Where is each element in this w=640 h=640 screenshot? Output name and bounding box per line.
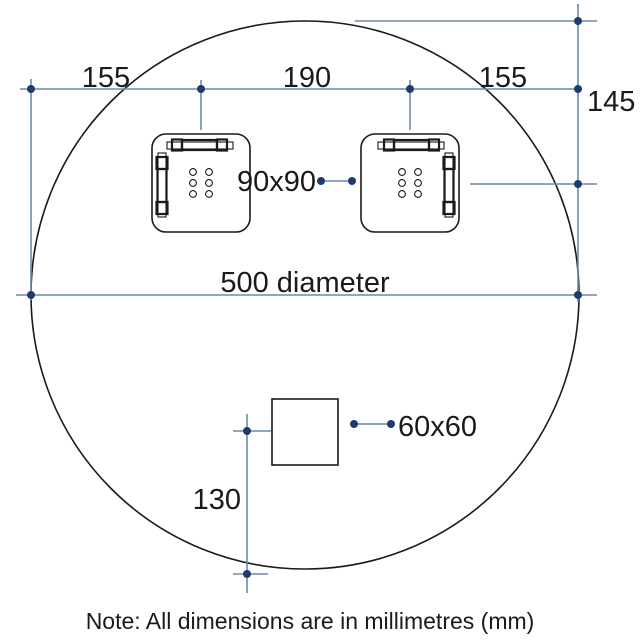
- label-right-offset: 155: [479, 62, 527, 94]
- left-socket-top-slot: [166, 141, 234, 150]
- label-socket-size: 90x90: [237, 166, 316, 198]
- left-socket: [151, 133, 251, 233]
- dimension-dots: [27, 17, 582, 578]
- dot: [317, 177, 325, 185]
- left-socket-holes: [189, 168, 213, 198]
- label-center-spacing: 190: [283, 62, 331, 94]
- hole: [189, 168, 197, 176]
- label-bottom-offset: 130: [193, 484, 241, 516]
- dot: [348, 177, 356, 185]
- right-socket-top-slot: [377, 141, 445, 150]
- hole: [398, 190, 406, 198]
- right-socket-body: [360, 133, 460, 233]
- label-diameter: 500 diameter: [220, 267, 390, 299]
- dimension-labels: 155 190 155 145 500 diameter 90x90 60x60…: [82, 62, 636, 516]
- left-socket-side-slot: [157, 152, 167, 218]
- hole: [414, 168, 422, 176]
- dot: [406, 85, 414, 93]
- right-socket-top-slot-endcap: [427, 138, 441, 152]
- dot: [387, 420, 395, 428]
- left-socket-body: [151, 133, 251, 233]
- bottom-cutout-square: [271, 398, 339, 466]
- right-socket-side-slot: [444, 152, 454, 218]
- hole: [414, 179, 422, 187]
- hole: [205, 168, 213, 176]
- dot: [243, 570, 251, 578]
- dot: [243, 427, 251, 435]
- dot: [350, 420, 358, 428]
- hole: [189, 190, 197, 198]
- hole: [414, 190, 422, 198]
- right-socket: [360, 133, 460, 233]
- dot: [574, 291, 582, 299]
- left-socket-side-slot-endcap: [155, 200, 169, 216]
- dot: [27, 291, 35, 299]
- left-socket-side-slot-bar: [156, 167, 168, 204]
- left-socket-top-slot-endcap: [215, 138, 229, 152]
- hole: [189, 179, 197, 187]
- hole: [398, 168, 406, 176]
- dot: [197, 85, 205, 93]
- right-socket-side-slot-endcap: [442, 200, 456, 216]
- dot: [574, 180, 582, 188]
- right-socket-side-slot-bar: [443, 167, 455, 204]
- dot: [574, 85, 582, 93]
- label-left-offset: 155: [82, 62, 130, 94]
- dot: [27, 85, 35, 93]
- label-top-offset: 145: [587, 86, 635, 118]
- dot: [574, 17, 582, 25]
- hole: [205, 179, 213, 187]
- note-text: Note: All dimensions are in millimetres …: [86, 608, 535, 634]
- hole: [398, 179, 406, 187]
- hole: [205, 190, 213, 198]
- right-socket-holes: [398, 168, 422, 198]
- label-cutout-size: 60x60: [398, 411, 477, 443]
